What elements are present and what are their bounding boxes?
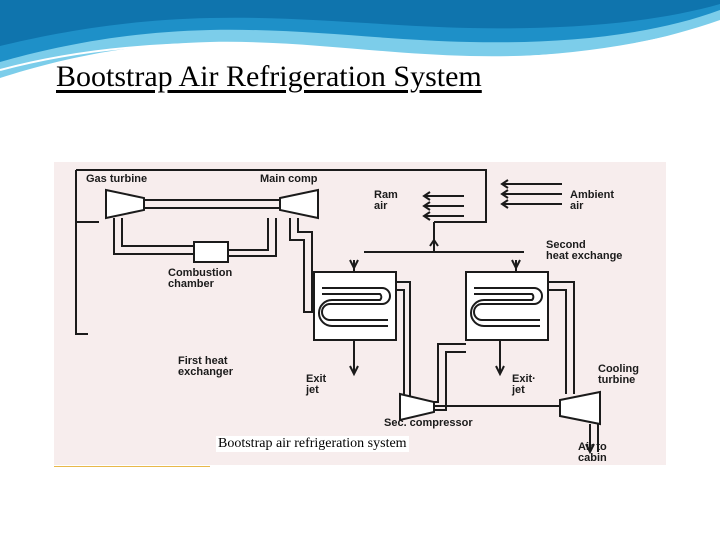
sec-compressor-shape xyxy=(399,392,435,422)
header-wave-decoration xyxy=(0,0,720,78)
combustion-chamber-box xyxy=(193,241,229,263)
caption-rule xyxy=(54,466,210,467)
first-heat-exchanger xyxy=(313,271,397,341)
label-ambient-air: Ambient air xyxy=(570,189,614,212)
label-second-heat-exchange: Second heat exchange xyxy=(546,239,623,262)
label-gas-turbine: Gas turbine xyxy=(86,173,148,185)
label-first-heat-exchanger: First heat exchanger xyxy=(178,355,234,378)
cooling-turbine-shape xyxy=(559,390,601,426)
gas-turbine-shape xyxy=(105,188,145,220)
label-main-comp: Main comp xyxy=(260,173,318,185)
bootstrap-diagram: Gas turbine Main comp Ram air Ambient ai… xyxy=(54,162,666,465)
label-ram-air: Ram air xyxy=(374,189,398,212)
main-compressor-shape xyxy=(279,188,319,220)
top-duct xyxy=(76,169,487,223)
label-exit-jet-left: Exit jet xyxy=(306,373,327,396)
figure-caption: Bootstrap air refrigeration system xyxy=(216,436,409,452)
label-sec-compressor: Sec. compressor xyxy=(384,417,473,429)
label-combustion-chamber: Combustion chamber xyxy=(168,267,233,290)
second-heat-exchanger xyxy=(465,271,549,341)
label-air-to-cabin: Air to cabin xyxy=(578,441,607,464)
label-cooling-turbine: Cooling turbine xyxy=(598,363,639,386)
slide-title: Bootstrap Air Refrigeration System xyxy=(56,60,482,93)
label-exit-jet-right: Exit· jet xyxy=(512,373,536,396)
